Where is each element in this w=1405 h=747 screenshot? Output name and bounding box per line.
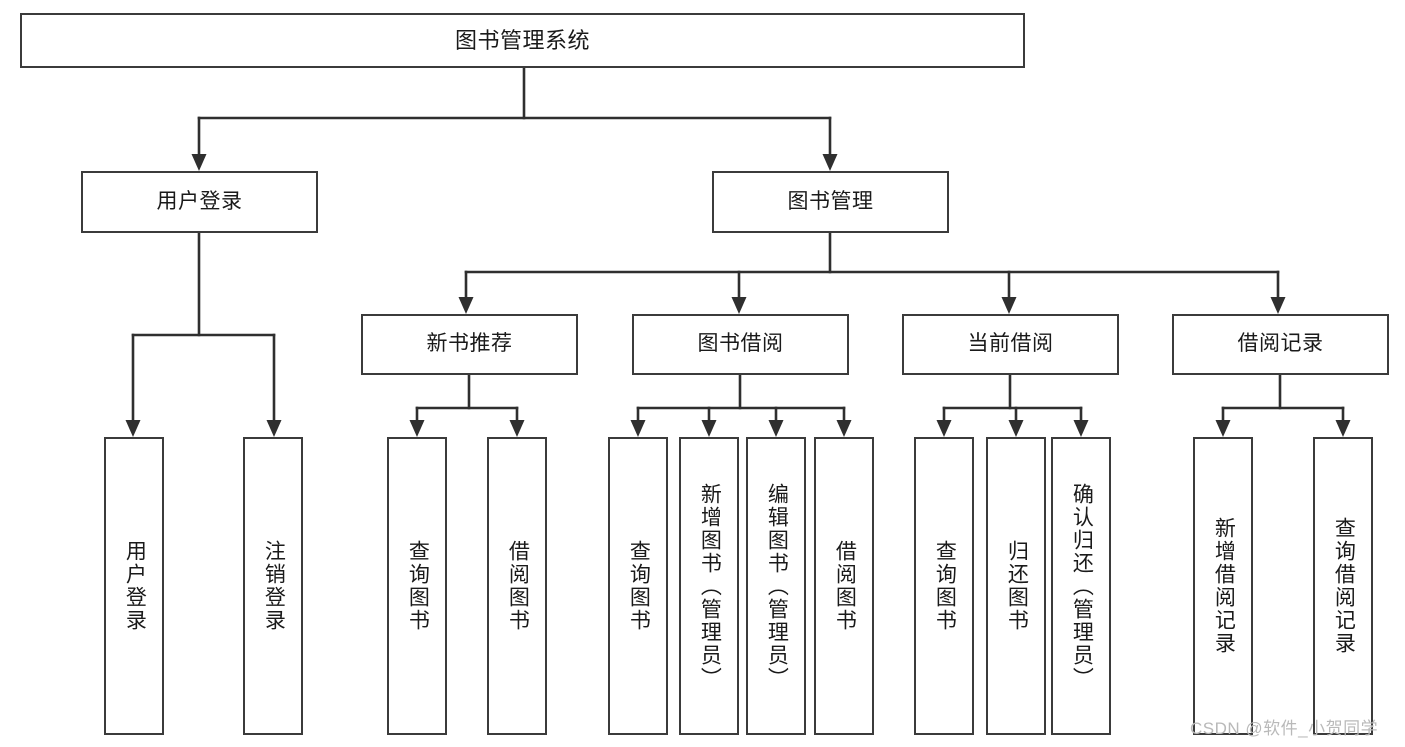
- node-leaf_add[interactable]: 新增图书（管理员）: [679, 437, 739, 735]
- edge-arrowhead: [630, 420, 646, 437]
- edge-arrowhead: [458, 297, 474, 314]
- node-label: 新增借阅记录: [1212, 517, 1236, 655]
- edge-arrowhead: [1008, 420, 1024, 437]
- node-leaf_edit[interactable]: 编辑图书（管理员）: [746, 437, 806, 735]
- edge-arrowhead: [768, 420, 784, 437]
- node-leaf_ret[interactable]: 归还图书: [986, 437, 1046, 735]
- node-label: 编辑图书（管理员）: [765, 482, 789, 690]
- node-label: 借阅图书: [506, 540, 530, 632]
- node-l2a[interactable]: 新书推荐: [361, 314, 578, 375]
- node-label: 图书借阅: [697, 332, 784, 356]
- node-leaf_b1[interactable]: 借阅图书: [487, 437, 547, 735]
- edge-arrowhead: [266, 420, 282, 437]
- node-l2b[interactable]: 图书借阅: [632, 314, 849, 375]
- node-label: 查询图书: [933, 540, 957, 632]
- node-leaf_b2[interactable]: 借阅图书: [814, 437, 874, 735]
- node-label: 新增图书（管理员）: [698, 482, 722, 690]
- node-label: 查询图书: [627, 540, 651, 632]
- node-label: 图书管理: [787, 189, 874, 213]
- edge-arrowhead: [1215, 420, 1231, 437]
- node-leaf_q2[interactable]: 查询图书: [608, 437, 668, 735]
- node-leaf_q3[interactable]: 查询图书: [914, 437, 974, 735]
- edge-arrowhead: [936, 420, 952, 437]
- edge-arrowhead: [1270, 297, 1286, 314]
- node-l1a[interactable]: 用户登录: [81, 171, 318, 233]
- node-label: 借阅图书: [833, 540, 857, 632]
- edge-arrowhead: [836, 420, 852, 437]
- node-l2d[interactable]: 借阅记录: [1172, 314, 1389, 375]
- node-leaf_login[interactable]: 用户登录: [104, 437, 164, 735]
- node-label: 当前借阅: [967, 332, 1054, 356]
- edge-arrowhead: [1073, 420, 1089, 437]
- node-label: 查询借阅记录: [1332, 517, 1356, 655]
- node-root[interactable]: 图书管理系统: [20, 13, 1025, 68]
- node-leaf_newrec[interactable]: 新增借阅记录: [1193, 437, 1253, 735]
- node-l1b[interactable]: 图书管理: [712, 171, 949, 233]
- node-leaf_qrec[interactable]: 查询借阅记录: [1313, 437, 1373, 735]
- edge-arrowhead: [191, 154, 207, 171]
- node-leaf_logout[interactable]: 注销登录: [243, 437, 303, 735]
- edge-arrowhead: [509, 420, 525, 437]
- node-label: 注销登录: [262, 540, 286, 632]
- edge-arrowhead: [125, 420, 141, 437]
- node-l2c[interactable]: 当前借阅: [902, 314, 1119, 375]
- node-label: 归还图书: [1005, 540, 1029, 632]
- edge-arrowhead: [1001, 297, 1017, 314]
- edge-arrowhead: [1335, 420, 1351, 437]
- node-leaf_q1[interactable]: 查询图书: [387, 437, 447, 735]
- node-label: 图书管理系统: [454, 27, 590, 53]
- node-label: 借阅记录: [1237, 332, 1324, 356]
- edge-arrowhead: [822, 154, 838, 171]
- node-leaf_conf[interactable]: 确认归还（管理员）: [1051, 437, 1111, 735]
- edge-arrowhead: [409, 420, 425, 437]
- node-label: 用户登录: [123, 540, 147, 632]
- node-label: 用户登录: [156, 189, 243, 213]
- edge-arrowhead: [731, 297, 747, 314]
- watermark-text: CSDN @软件_小贺同学: [1190, 719, 1379, 738]
- node-label: 确认归还（管理员）: [1070, 482, 1094, 690]
- node-label: 新书推荐: [426, 332, 513, 356]
- edge-arrowhead: [701, 420, 717, 437]
- node-label: 查询图书: [406, 540, 430, 632]
